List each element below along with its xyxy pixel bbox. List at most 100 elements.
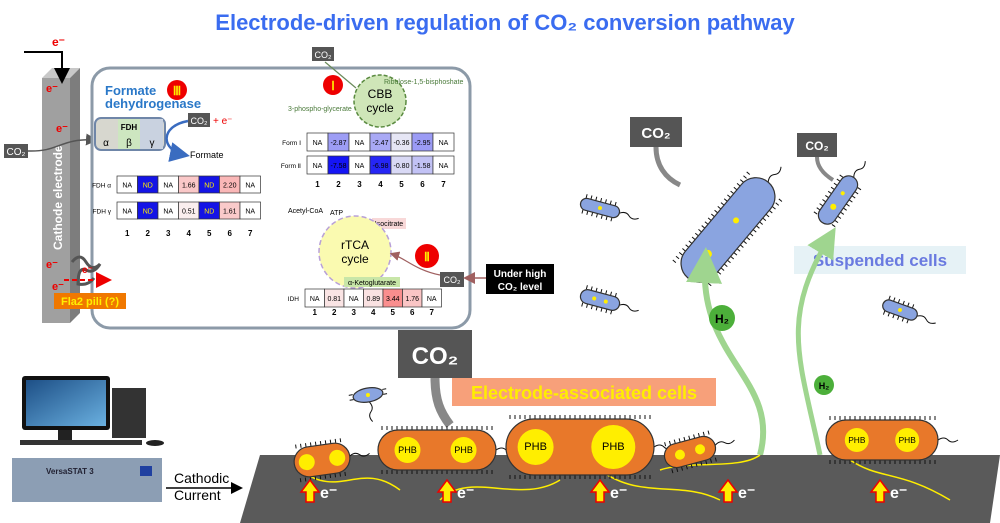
co2-label: CO₂ — [7, 147, 26, 158]
table-cell — [239, 175, 261, 194]
suspended-cells-label: Suspended cells — [813, 251, 947, 270]
numeral-label: Ⅱ — [424, 250, 430, 264]
condition-box — [486, 264, 554, 294]
column-number: 7 — [441, 180, 446, 189]
cell-value: NA — [439, 140, 449, 147]
condition-label: Under high — [494, 269, 547, 280]
cell-value: NA — [163, 209, 173, 216]
cell-value: ND — [143, 209, 153, 216]
electrode-cell: PHB PHB — [377, 426, 517, 474]
electron-label: e⁻ — [46, 259, 58, 271]
condition-label: CO₂ level — [498, 282, 543, 293]
cell-value: NA — [163, 183, 173, 190]
co2-label: CO₂ — [315, 50, 333, 60]
suspended-cell — [882, 295, 936, 324]
column-number: 3 — [352, 308, 357, 317]
row-label: Form Ⅰ — [282, 140, 301, 147]
pga-label: 3-phospho-glycerate — [288, 106, 352, 113]
cell-value: 1.61 — [223, 209, 237, 216]
cell-value: ND — [143, 183, 153, 190]
column-number: 4 — [371, 308, 376, 317]
fdh-title: Formate — [105, 83, 156, 98]
rtca-cycle-label: cycle — [341, 252, 369, 266]
acetyl-coa-label: Acetyl-CoA — [288, 208, 323, 215]
cell-value: -2.95 — [415, 140, 431, 147]
electrode-cell — [663, 430, 735, 474]
electron-label: e⁻ — [890, 485, 907, 502]
column-number: 4 — [187, 229, 192, 238]
table-cell — [432, 155, 455, 175]
row-label: FDH α — [92, 183, 111, 190]
phb-label: PHB — [398, 445, 417, 455]
co2-arrow — [27, 133, 98, 152]
row-label: Form Ⅱ — [281, 163, 301, 170]
phb-granule — [895, 428, 920, 452]
pili-label: Fla2 pili (?) — [61, 296, 119, 308]
associated-label-box — [452, 378, 716, 406]
column-number: 3 — [166, 229, 171, 238]
pili-network — [299, 454, 951, 501]
cell-value: -2.87 — [331, 140, 347, 147]
phb-granule — [450, 437, 477, 463]
electron-label: e⁻ — [610, 485, 627, 502]
column-number: 6 — [228, 229, 233, 238]
fdh-title: dehydrogenase — [105, 96, 201, 111]
cell-value: NA — [122, 209, 132, 216]
co2-box — [4, 144, 28, 158]
cell-value: -7.58 — [331, 163, 347, 170]
cell-value: 1.76 — [405, 296, 419, 303]
potentiostat: VersaSTAT 3 — [12, 458, 162, 502]
page-title: Electrode-driven regulation of CO₂ conve… — [215, 10, 795, 35]
phb-granule — [329, 449, 346, 466]
cell-value: 0.51 — [182, 209, 196, 216]
column-number: 1 — [315, 180, 320, 189]
cell-value: NA — [349, 296, 359, 303]
electron-label: e⁻ — [52, 281, 64, 293]
phb-label: PHB — [524, 441, 547, 453]
suspended-cell — [348, 387, 388, 422]
column-number: 2 — [332, 308, 337, 317]
suspended-cell — [579, 194, 639, 222]
isocitrate-label: Isocitrate — [375, 221, 404, 228]
phb-granule — [603, 299, 608, 304]
phb-granule — [366, 393, 370, 397]
reaction-arrow — [165, 119, 190, 162]
table-cell — [239, 201, 261, 220]
akg-label: α-Ketoglutarate — [348, 280, 396, 287]
cell-value: NA — [427, 296, 437, 303]
electron-up-arrow: e⁻ — [869, 478, 907, 503]
cell-value: 0.81 — [327, 296, 341, 303]
h2-arrow — [686, 247, 767, 456]
cell-value: NA — [122, 183, 132, 190]
subunit-gamma: γ — [150, 138, 155, 149]
formate-label: Formate — [190, 150, 224, 160]
electron-label: e⁻ — [738, 485, 755, 502]
column-number: 5 — [391, 308, 396, 317]
co2-label: CO₂ — [191, 116, 209, 126]
cell-value: -1.58 — [415, 163, 431, 170]
cbb-cycle-label: cycle — [366, 101, 394, 115]
atp-label: ATP — [330, 210, 343, 217]
co2-arrow — [389, 251, 441, 276]
table-cell — [421, 288, 442, 308]
cell-value: ND — [204, 183, 214, 190]
column-number: 1 — [125, 229, 130, 238]
cell-value: NA — [313, 140, 323, 147]
phb-granule — [695, 444, 706, 455]
phb-granule — [592, 296, 597, 301]
column-number: 1 — [313, 308, 318, 317]
co2-label: CO₂ — [641, 125, 670, 142]
h2-label: H₂ — [819, 381, 830, 391]
phb-granule — [298, 454, 315, 471]
phb-label: PHB — [848, 435, 866, 445]
current-label: Cathodic — [174, 470, 229, 486]
electron-label: e⁻ — [320, 485, 337, 502]
column-number: 7 — [248, 229, 253, 238]
cell-value: NA — [245, 209, 255, 216]
co2-label: CO₂ — [805, 139, 828, 153]
cell-value: NA — [313, 163, 323, 170]
cell-value: NA — [439, 163, 449, 170]
phb-label: PHB — [454, 445, 473, 455]
